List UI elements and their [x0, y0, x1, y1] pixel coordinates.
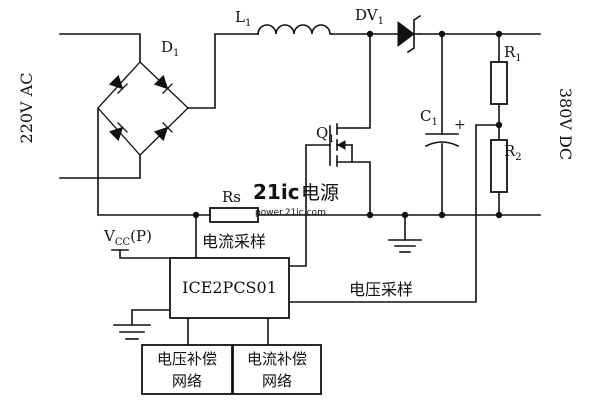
watermark: 21ic 电源 power.21ic.com: [253, 180, 339, 218]
circuit-wires: [59, 33, 541, 346]
capacitor-c1: [424, 133, 460, 148]
current-comp-label-line2: 网络: [262, 372, 292, 390]
inductor-label: L1: [235, 8, 251, 29]
boost-diode-dv1: [397, 14, 422, 54]
controller-label: ICE2PCS01: [182, 278, 277, 297]
boost-diode-label: DV1: [355, 6, 384, 27]
current-sense-label: 电流采样: [202, 232, 266, 251]
junction-dots: [192, 30, 503, 219]
output-voltage-label: 380V DC: [556, 88, 575, 160]
inductor-l1: [257, 24, 333, 35]
r1-label: R1: [504, 43, 522, 64]
voltage-comp-label-line2: 网络: [172, 372, 202, 390]
mosfet-q1: [329, 123, 353, 167]
capacitor-label: C1: [420, 107, 438, 128]
resistor-r2: [490, 139, 508, 193]
mosfet-label: Q1: [316, 124, 335, 145]
ground-symbol-controller: [113, 324, 151, 340]
rs-label: Rs: [222, 188, 241, 206]
watermark-name: 电源: [301, 182, 339, 204]
r2-label: R2: [504, 142, 522, 163]
capacitor-polarity-label: +: [454, 117, 466, 133]
watermark-logo: 21ic: [253, 180, 300, 204]
current-compensation-box: [232, 344, 322, 395]
voltage-sense-label: 电压采样: [349, 280, 413, 299]
ground-symbol-output: [388, 239, 422, 253]
voltage-compensation-box: [141, 344, 233, 395]
bridge-label: D1: [161, 38, 179, 59]
current-comp-label-line1: 电流补偿: [247, 350, 307, 368]
controller-ice2pcs01: [169, 257, 290, 319]
bridge-rectifier: [97, 61, 189, 156]
input-voltage-label: 220V AC: [17, 73, 36, 144]
watermark-url: power.21ic.com: [255, 208, 326, 218]
resistor-r1: [490, 61, 508, 105]
resistor-rs: [209, 207, 259, 223]
voltage-comp-label-line1: 电压补偿: [157, 350, 217, 368]
vcc-label: VCC(P): [103, 227, 152, 248]
